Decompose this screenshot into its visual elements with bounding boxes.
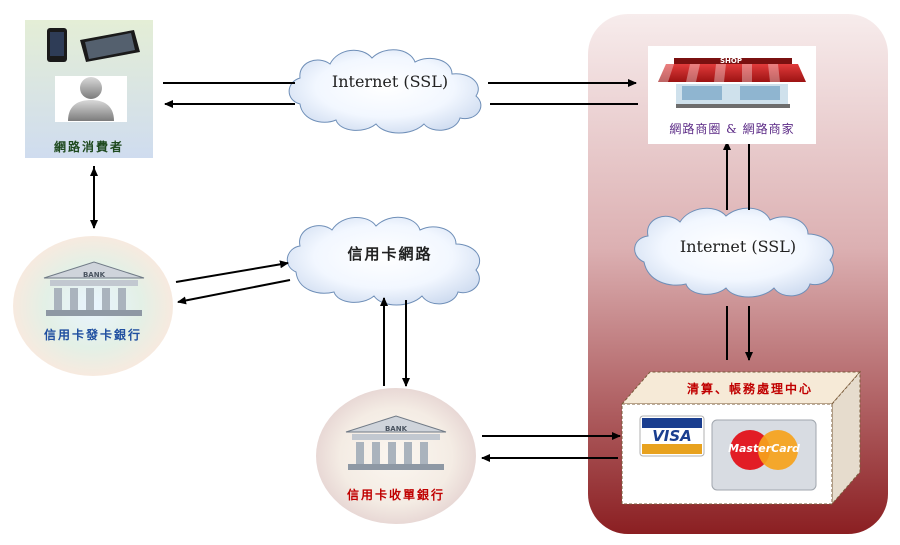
- bank-icon-text: BANK: [82, 271, 106, 279]
- clearing-center-label: 清算、帳務處理中心: [686, 382, 813, 396]
- cloud-label-card-network: 信用卡網路: [347, 245, 433, 263]
- cloud-card-network: [286, 216, 481, 306]
- smartphone-icon: [47, 28, 67, 62]
- bank-icon-text: BANK: [384, 425, 408, 433]
- tablet-icon: [80, 30, 140, 62]
- bank-icon: [345, 415, 447, 470]
- cloud-label-internet-top: Internet (SSL): [331, 72, 449, 91]
- cloud-label-internet-right: Internet (SSL): [679, 237, 797, 256]
- shop-icon: [658, 58, 806, 108]
- visa-text: VISA: [652, 427, 692, 445]
- visa-card-icon: [639, 415, 705, 457]
- bank-icon: [43, 261, 145, 316]
- cloud-internet-top: [288, 49, 482, 134]
- user-icon: [55, 76, 127, 122]
- cloud-internet-right: [634, 207, 834, 298]
- mastercard-text: MasterCard: [728, 442, 800, 455]
- merchant-label: 網路商圈 & 網路商家: [669, 122, 795, 136]
- mastercard-icon: [711, 419, 817, 491]
- consumer-label: 網路消費者: [53, 140, 124, 154]
- arrows: [90, 79, 753, 462]
- acquirer-bank-label: 信用卡收單銀行: [346, 488, 445, 502]
- issuer-bank-label: 信用卡發卡銀行: [43, 328, 142, 342]
- shop-sign-text: SHOP: [720, 57, 742, 65]
